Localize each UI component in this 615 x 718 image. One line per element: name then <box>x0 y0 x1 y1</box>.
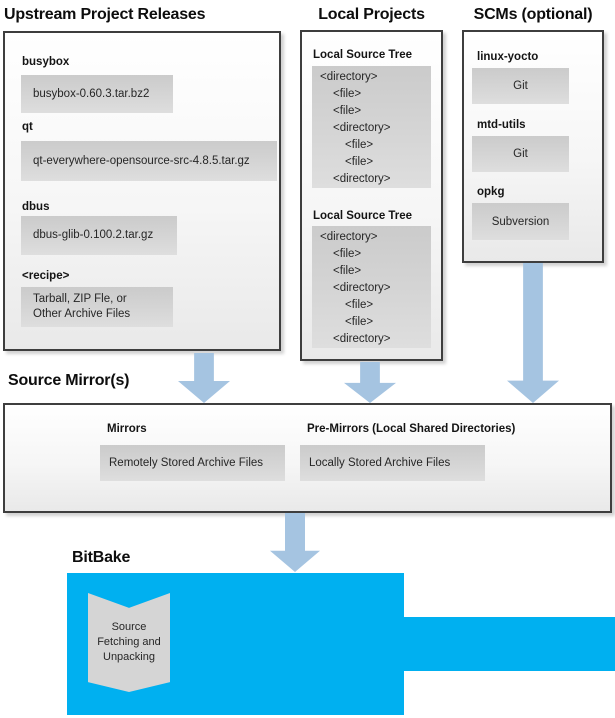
tarball-box: qt-everywhere-opensource-src-4.8.5.tar.g… <box>21 141 277 181</box>
tree-entry: <directory> <box>333 333 391 345</box>
tree-entry: <file> <box>333 105 362 117</box>
scm-type-box: Subversion <box>472 203 569 240</box>
tree-entry: <file> <box>345 139 374 151</box>
tarball-box: dbus-glib-0.100.2.tar.gz <box>21 216 177 255</box>
upstream-releases-panel: busybox busybox-0.60.3.tar.bz2 qt qt-eve… <box>3 31 281 351</box>
tree-entry: <file> <box>333 265 362 277</box>
down-arrow-icon <box>344 362 396 403</box>
tarball-box: busybox-0.60.3.tar.bz2 <box>21 75 173 113</box>
scms-title: SCMs (optional) <box>473 6 593 23</box>
tree-entry: <directory> <box>320 231 378 243</box>
tree-entry: <file> <box>345 156 374 168</box>
source-tree-box: <directory> <file> <file> <directory> <f… <box>312 226 431 348</box>
upstream-releases-title: Upstream Project Releases <box>4 6 206 23</box>
scms-panel: linux-yocto Git mtd-utils Git opkg Subve… <box>462 30 604 263</box>
mirrors-label: Mirrors <box>107 423 147 435</box>
source-tree-box: <directory> <file> <file> <directory> <f… <box>312 66 431 188</box>
tree-entry: <directory> <box>320 71 378 83</box>
source-mirrors-title: Source Mirror(s) <box>8 372 130 389</box>
local-projects-panel: Local Source Tree <directory> <file> <fi… <box>300 30 443 361</box>
pre-mirrors-box: Locally Stored Archive Files <box>300 445 485 481</box>
tree-entry: <directory> <box>333 173 391 185</box>
bitbake-title: BitBake <box>72 549 131 566</box>
down-arrow-icon <box>270 513 320 572</box>
scm-project-label: linux-yocto <box>477 51 539 63</box>
tree-entry: <file> <box>333 248 362 260</box>
tree-entry: <directory> <box>333 282 391 294</box>
local-source-tree-label: Local Source Tree <box>313 49 413 61</box>
bitbake-output-bar <box>404 617 615 671</box>
recipe-name-label: dbus <box>22 201 50 213</box>
recipe-name-label: qt <box>22 121 33 133</box>
tree-entry: <file> <box>333 88 362 100</box>
archive-files-box: Tarball, ZIP Fle, or Other Archive Files <box>21 287 173 327</box>
down-arrow-icon <box>178 353 230 403</box>
scm-project-label: mtd-utils <box>477 119 526 131</box>
tree-entry: <file> <box>345 299 374 311</box>
recipe-name-label: <recipe> <box>22 270 70 282</box>
scm-type-box: Git <box>472 136 569 172</box>
recipe-name-label: busybox <box>22 56 70 68</box>
pre-mirrors-label: Pre-Mirrors (Local Shared Directories) <box>307 423 516 435</box>
source-mirrors-panel: Mirrors Remotely Stored Archive Files Pr… <box>3 403 612 513</box>
scm-project-label: opkg <box>477 186 505 198</box>
tree-entry: <directory> <box>333 122 391 134</box>
mirrors-box: Remotely Stored Archive Files <box>100 445 285 481</box>
source-fetching-ribbon: Source Fetching and Unpacking <box>88 593 170 692</box>
local-source-tree-label: Local Source Tree <box>313 210 413 222</box>
down-arrow-icon <box>507 263 559 403</box>
local-projects-title: Local Projects <box>318 6 425 23</box>
scm-type-box: Git <box>472 68 569 104</box>
tree-entry: <file> <box>345 316 374 328</box>
